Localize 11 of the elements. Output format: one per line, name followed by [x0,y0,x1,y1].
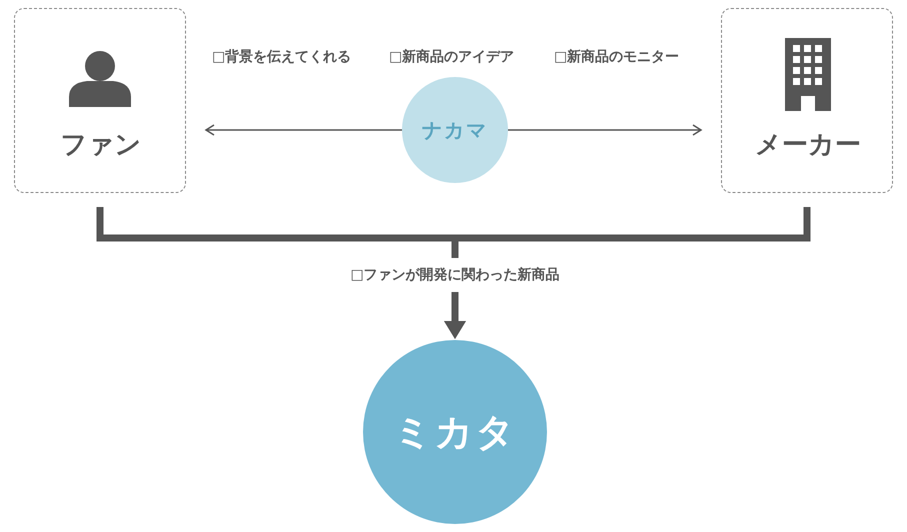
node-title: ファン [60,129,142,162]
connector [508,124,702,136]
note-text: □背景を伝えてくれる [212,48,352,66]
maker-box [721,8,893,193]
circle-label: ミカタ [394,408,516,456]
node-title: メーカー [754,129,862,162]
note-text: □新商品のモニター [554,48,680,66]
circle-label: ナカマ [422,116,488,144]
connector [205,124,402,136]
fan-box [14,8,186,193]
note-text: □新商品のアイデア [389,48,514,66]
